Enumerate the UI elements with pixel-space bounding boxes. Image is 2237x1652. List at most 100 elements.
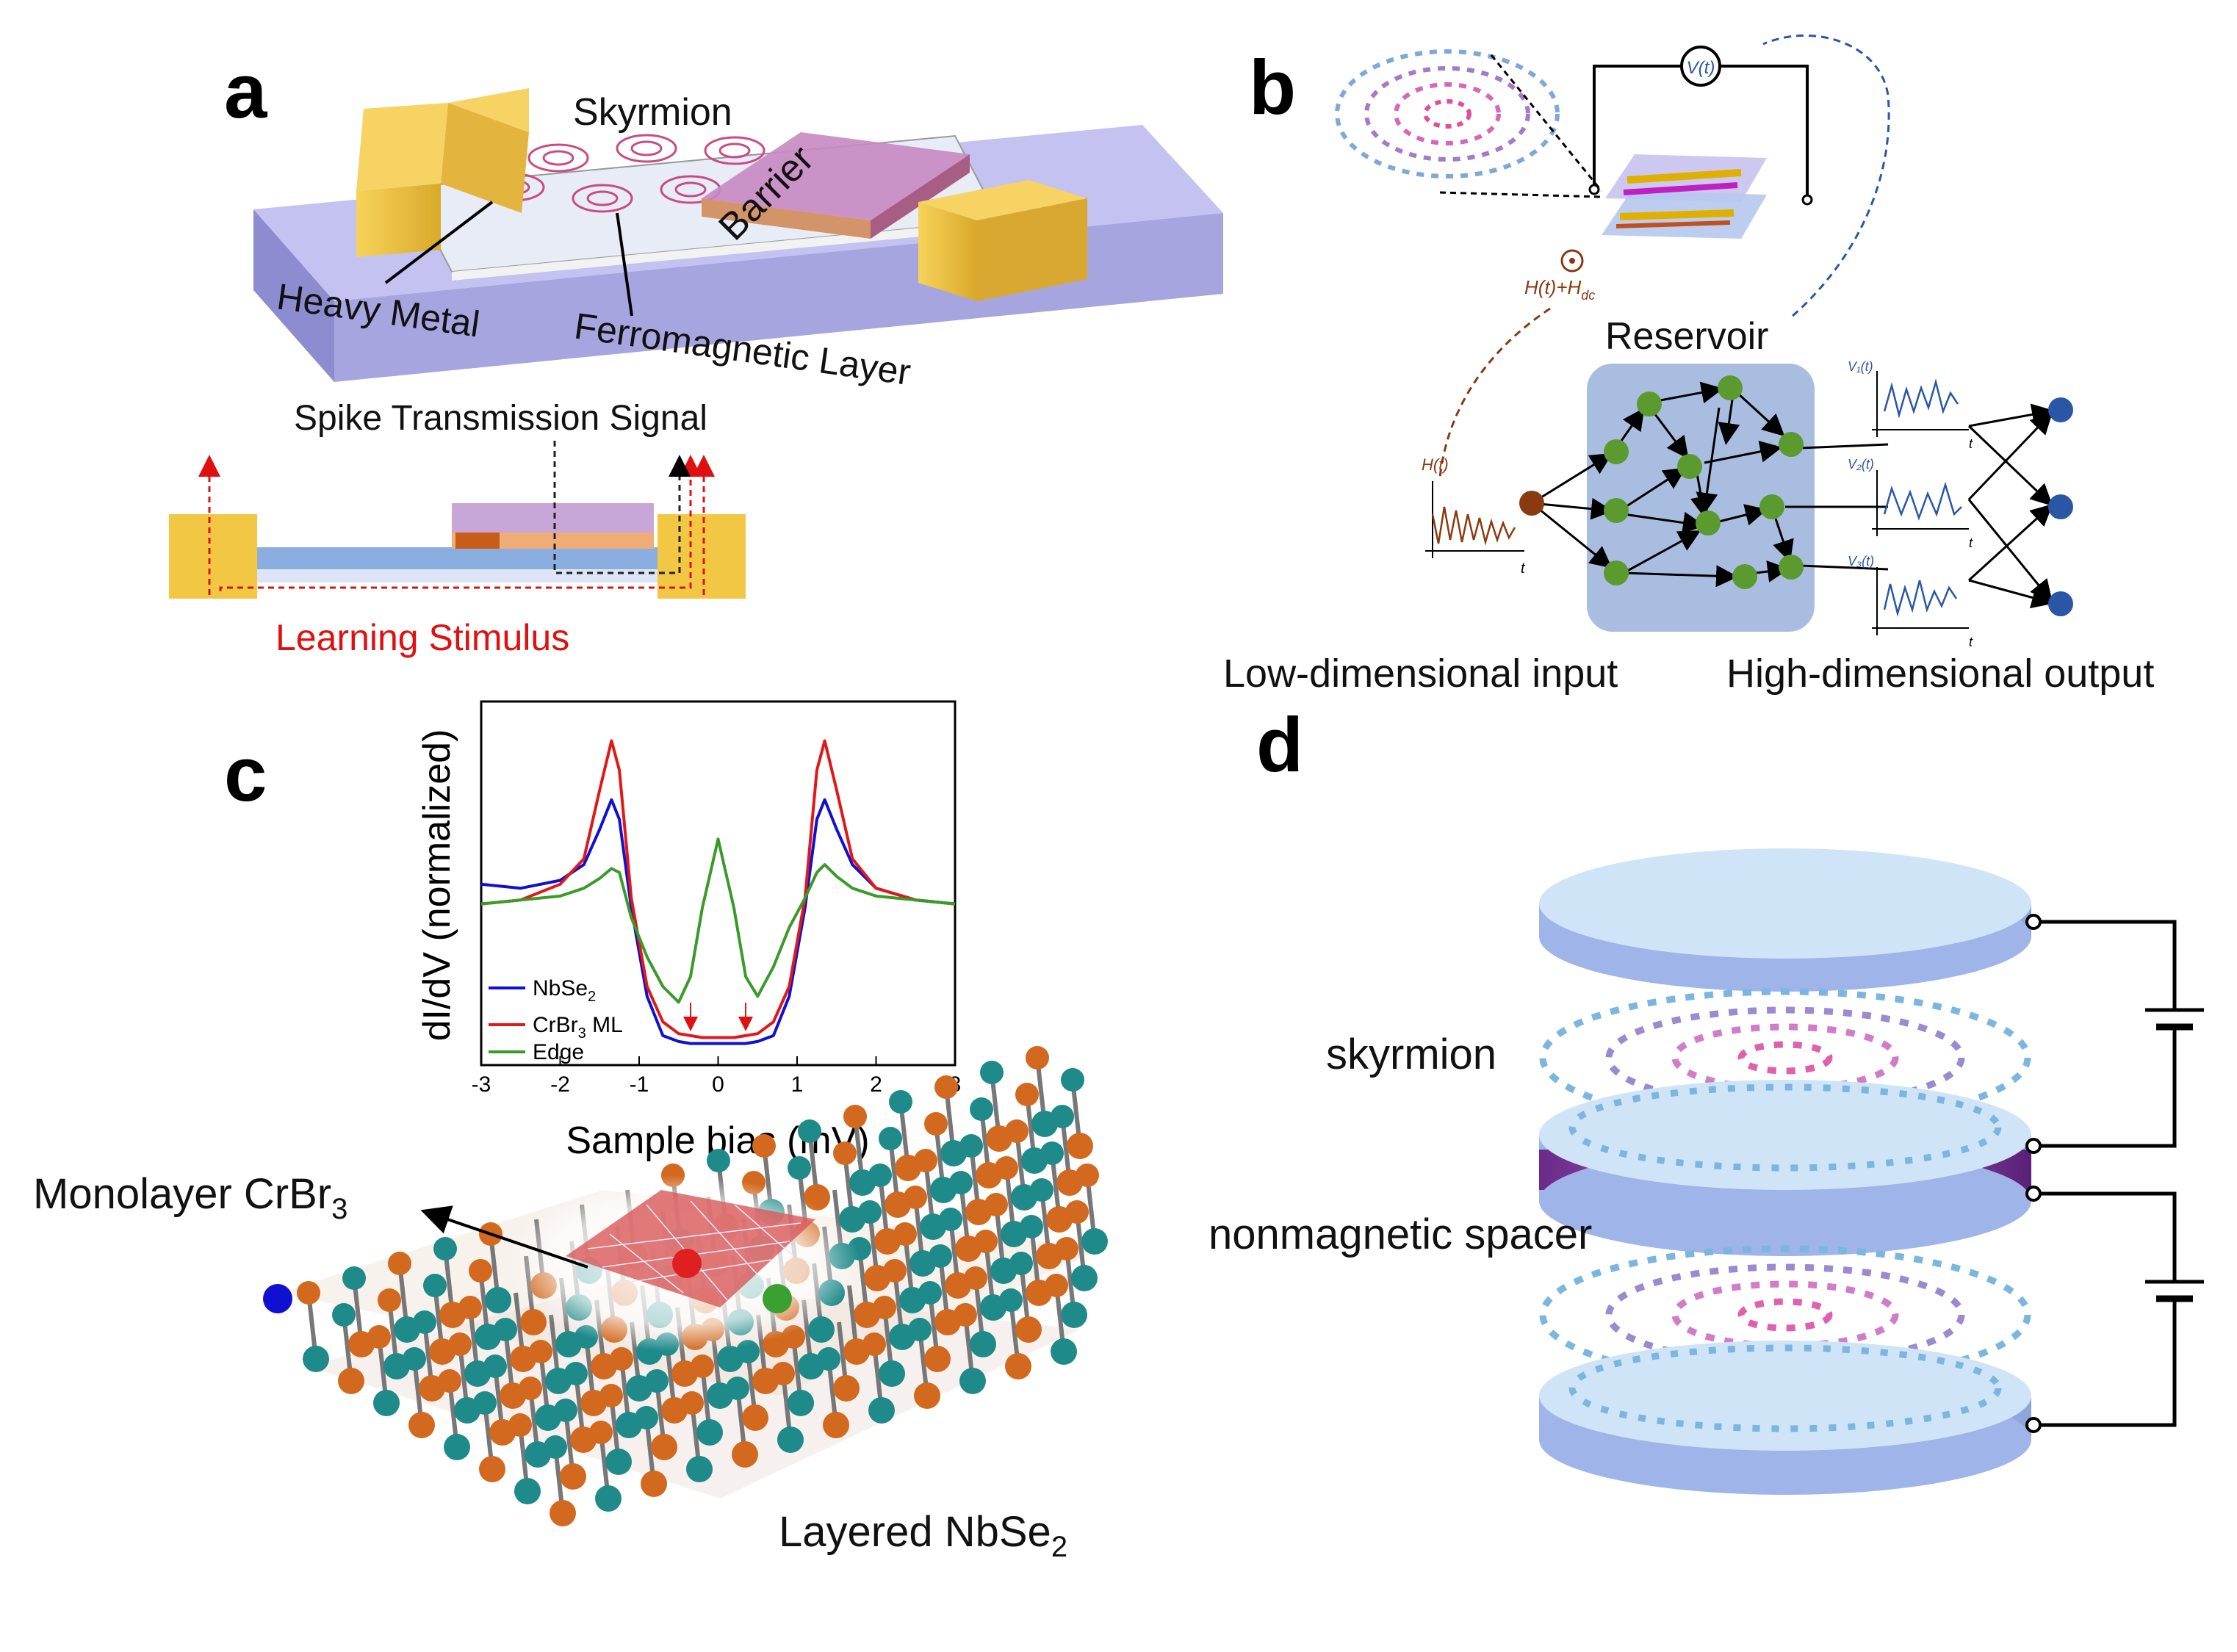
edge-r12 <box>1773 513 1794 563</box>
atom-row-2 <box>1623 182 1738 195</box>
lattice-atom-lower <box>808 1316 835 1343</box>
lattice-atom-lower <box>444 1434 470 1460</box>
series-line-crbr <box>480 739 956 1039</box>
lattice-atom-lower <box>839 1206 865 1233</box>
field-dot <box>1569 258 1575 264</box>
xsection-heavy-metal <box>257 569 658 582</box>
lattice-atom-lower <box>1056 1169 1083 1196</box>
lattice-atom-upper <box>788 1156 811 1180</box>
lattice-atom-lower <box>1051 1338 1077 1365</box>
reservoir-nodes <box>1604 375 1804 589</box>
lattice-atom-lower <box>742 1404 768 1431</box>
mesh-line-6 <box>734 1204 794 1257</box>
ferromagnetic-pointer <box>616 212 633 317</box>
lattice-atom-upper <box>970 1097 993 1121</box>
chart-ylabel: dI/dV (normalized) <box>416 729 458 1042</box>
lattice-atom-lower <box>591 1353 617 1379</box>
mesh-line-7 <box>609 1233 684 1294</box>
monolayer-label-main: Monolayer CrBr <box>33 1170 331 1218</box>
marker-edge <box>763 1284 792 1313</box>
lattice-atom-upper <box>798 1119 821 1143</box>
x-tick-label: -1 <box>630 1072 649 1097</box>
terminal-left <box>1588 184 1600 195</box>
lattice-atom-lower <box>514 1478 541 1504</box>
skyrmion-ring-mid <box>1364 66 1530 162</box>
lattice-atom-lower <box>707 1382 733 1409</box>
spectroscopy-chart: -3-2-10123 NbSe2 CrBr3 ML Edge dI/dV (no… <box>416 700 961 1162</box>
lattice-atom-lower <box>895 1155 921 1181</box>
node-11 <box>1779 555 1804 580</box>
middle-face-arrows <box>1568 1083 2002 1172</box>
layered-label-main: Layered NbSe <box>779 1508 1051 1556</box>
lattice-atom-lower <box>889 1324 915 1350</box>
lattice-atom-lower <box>899 1287 926 1313</box>
disk-bottom-face <box>1539 1341 2031 1451</box>
lattice-atom-lower <box>849 1169 876 1196</box>
edge-r8 <box>1623 511 1705 534</box>
lattice-atom-lower <box>560 1463 586 1490</box>
edge-r5 <box>1704 440 1782 464</box>
input-signal-trace <box>1431 506 1516 546</box>
lattice-atom-lower <box>798 1353 824 1379</box>
atom-row-3 <box>1619 209 1735 220</box>
readout-nodes <box>2048 397 2073 616</box>
lattice-atom-upper <box>423 1274 447 1297</box>
terminal-right <box>1801 194 1813 206</box>
lattice-atom-lower <box>1001 1221 1027 1247</box>
heavy-metal-pointer <box>384 201 494 284</box>
wire-bottom <box>2035 1299 2177 1427</box>
lattice-atom-lower <box>454 1397 480 1424</box>
lattice-atom-upper <box>889 1090 912 1114</box>
edge-in-1 <box>1531 452 1613 505</box>
lattice-atom-lower <box>864 1265 890 1291</box>
lattice-atom-lower <box>510 1346 536 1372</box>
input-signal-plot: H(t) t <box>1422 455 1526 577</box>
lattice-atom-lower <box>489 1419 516 1446</box>
lattice-atom-upper <box>924 1112 948 1136</box>
wire-top <box>2035 920 2177 1010</box>
voltage-readout-link <box>1762 34 1890 317</box>
lattice-atom-lower <box>914 1382 940 1409</box>
field-input-link <box>1438 307 1551 478</box>
marker-nbse2 <box>263 1284 292 1313</box>
lattice-atom-lower <box>1081 1228 1108 1255</box>
legend-label-nbse2: NbSe2 <box>533 976 596 1005</box>
panel-a: a <box>169 48 1223 658</box>
edge-ro-2 <box>1967 425 2053 507</box>
bottom-face-ring <box>1568 1344 2002 1432</box>
lattice-atom-upper <box>1015 1083 1039 1106</box>
edge-in-3 <box>1531 502 1613 569</box>
input-node <box>1519 491 1544 516</box>
edge-ro-1 <box>1968 403 2054 428</box>
lattice-atom-lower <box>940 1140 967 1166</box>
zoom-line-top <box>1490 54 1603 192</box>
lattice-atom-lower <box>965 1199 992 1225</box>
lower-ring-4 <box>1737 1298 1833 1332</box>
low-dim-input-label: Low-dimensional input <box>1223 652 1618 696</box>
edge-r6 <box>1619 467 1687 512</box>
reservoir-label: Reservoir <box>1605 315 1769 358</box>
reservoir-network <box>1531 381 2054 609</box>
spike-signal-label: Spike Transmission Signal <box>294 399 707 438</box>
lattice-atom-lower <box>717 1346 743 1372</box>
field-out-of-plane-icon <box>1560 249 1584 273</box>
lattice-atom-lower <box>934 1309 961 1335</box>
barrier-top <box>702 132 970 220</box>
xsection-barrier-interface <box>452 533 654 549</box>
lattice-atom-upper <box>1061 1068 1084 1092</box>
lattice-atom-lower <box>686 1456 713 1482</box>
layered-label: Layered NbSe2 <box>779 1508 1067 1563</box>
skyrmion-spin-texture <box>1335 49 1560 178</box>
x-tick-label: -3 <box>472 1072 491 1097</box>
lattice-atom-lower <box>1005 1353 1031 1379</box>
xsection-ferromagnet <box>257 547 658 569</box>
edge-r3 <box>1651 411 1689 459</box>
v2-trace <box>1883 481 1962 521</box>
disk-top-face <box>1539 848 2031 959</box>
right-electrode-side <box>977 198 1087 301</box>
wire-middle-upper <box>2035 1027 2177 1148</box>
circuit-left-wire <box>1593 65 1682 187</box>
upper-ring-1 <box>1539 988 2031 1128</box>
terminal-top <box>2025 914 2042 930</box>
v1-label: V₁(t) <box>1848 359 1873 374</box>
